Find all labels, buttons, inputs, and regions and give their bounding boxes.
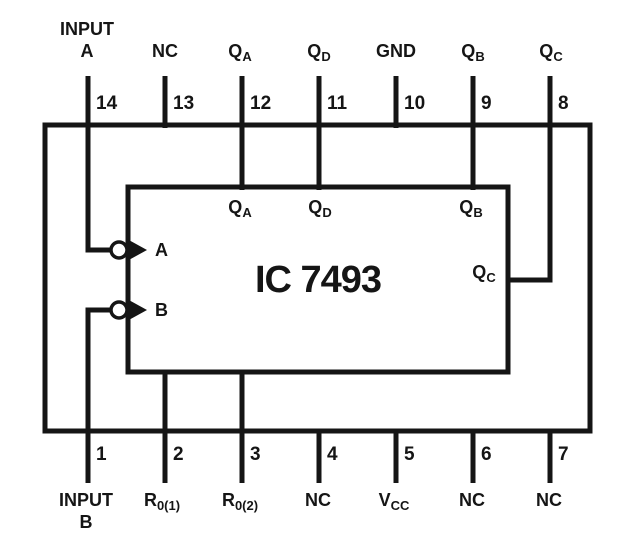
pin-9-name: QB (461, 41, 485, 64)
pin-13-number: 13 (173, 93, 195, 114)
pin-11-name: QD (307, 41, 331, 64)
pin-8-number: 8 (558, 93, 569, 114)
pin-2-name: R0(1) (143, 490, 181, 513)
clock-input-b-label: B (155, 300, 168, 320)
pin-10-number: 10 (404, 93, 426, 114)
clock-a-bubble-icon (109, 240, 129, 260)
pin-7-number: 7 (558, 444, 569, 465)
clock-a-wedge-icon (127, 239, 147, 261)
pin-12-name: QA (228, 41, 252, 64)
pin-11-number: 11 (327, 93, 348, 114)
clock-b-bubble-icon (109, 300, 129, 320)
inner-output-qd: QD (308, 197, 332, 220)
pin-5-name: VCC (378, 490, 410, 513)
pin-6-name: NC (459, 490, 485, 510)
pin-2-number: 2 (173, 444, 184, 465)
clock-input-a-label: A (155, 240, 168, 260)
inner-output-qc: QC (472, 262, 496, 285)
pin-4-number: 4 (327, 444, 338, 465)
pin-12-number: 12 (250, 93, 272, 114)
pin-1-wire (85, 307, 112, 483)
pin-8-name: QC (539, 41, 563, 64)
pin-14-number: 14 (96, 93, 118, 114)
pin-13-name: NC (152, 41, 178, 61)
pin-10-name: GND (376, 41, 416, 61)
clock-b-wedge-icon (127, 299, 147, 321)
pin-4-name: NC (305, 490, 331, 510)
inner-output-qb: QB (459, 197, 483, 220)
pin-6-number: 6 (481, 444, 492, 465)
pin-8-wire (506, 76, 553, 283)
chip-title: IC 7493 (254, 259, 382, 301)
pin-3-number: 3 (250, 444, 261, 465)
pin-5-number: 5 (404, 444, 415, 465)
pin-1-number: 1 (96, 444, 107, 465)
inner-output-qa: QA (228, 197, 252, 220)
pin-7-name: NC (536, 490, 562, 510)
pin-14-wire (85, 76, 112, 253)
pin-9-number: 9 (481, 93, 492, 114)
pin-3-name: R0(2) (221, 490, 259, 513)
